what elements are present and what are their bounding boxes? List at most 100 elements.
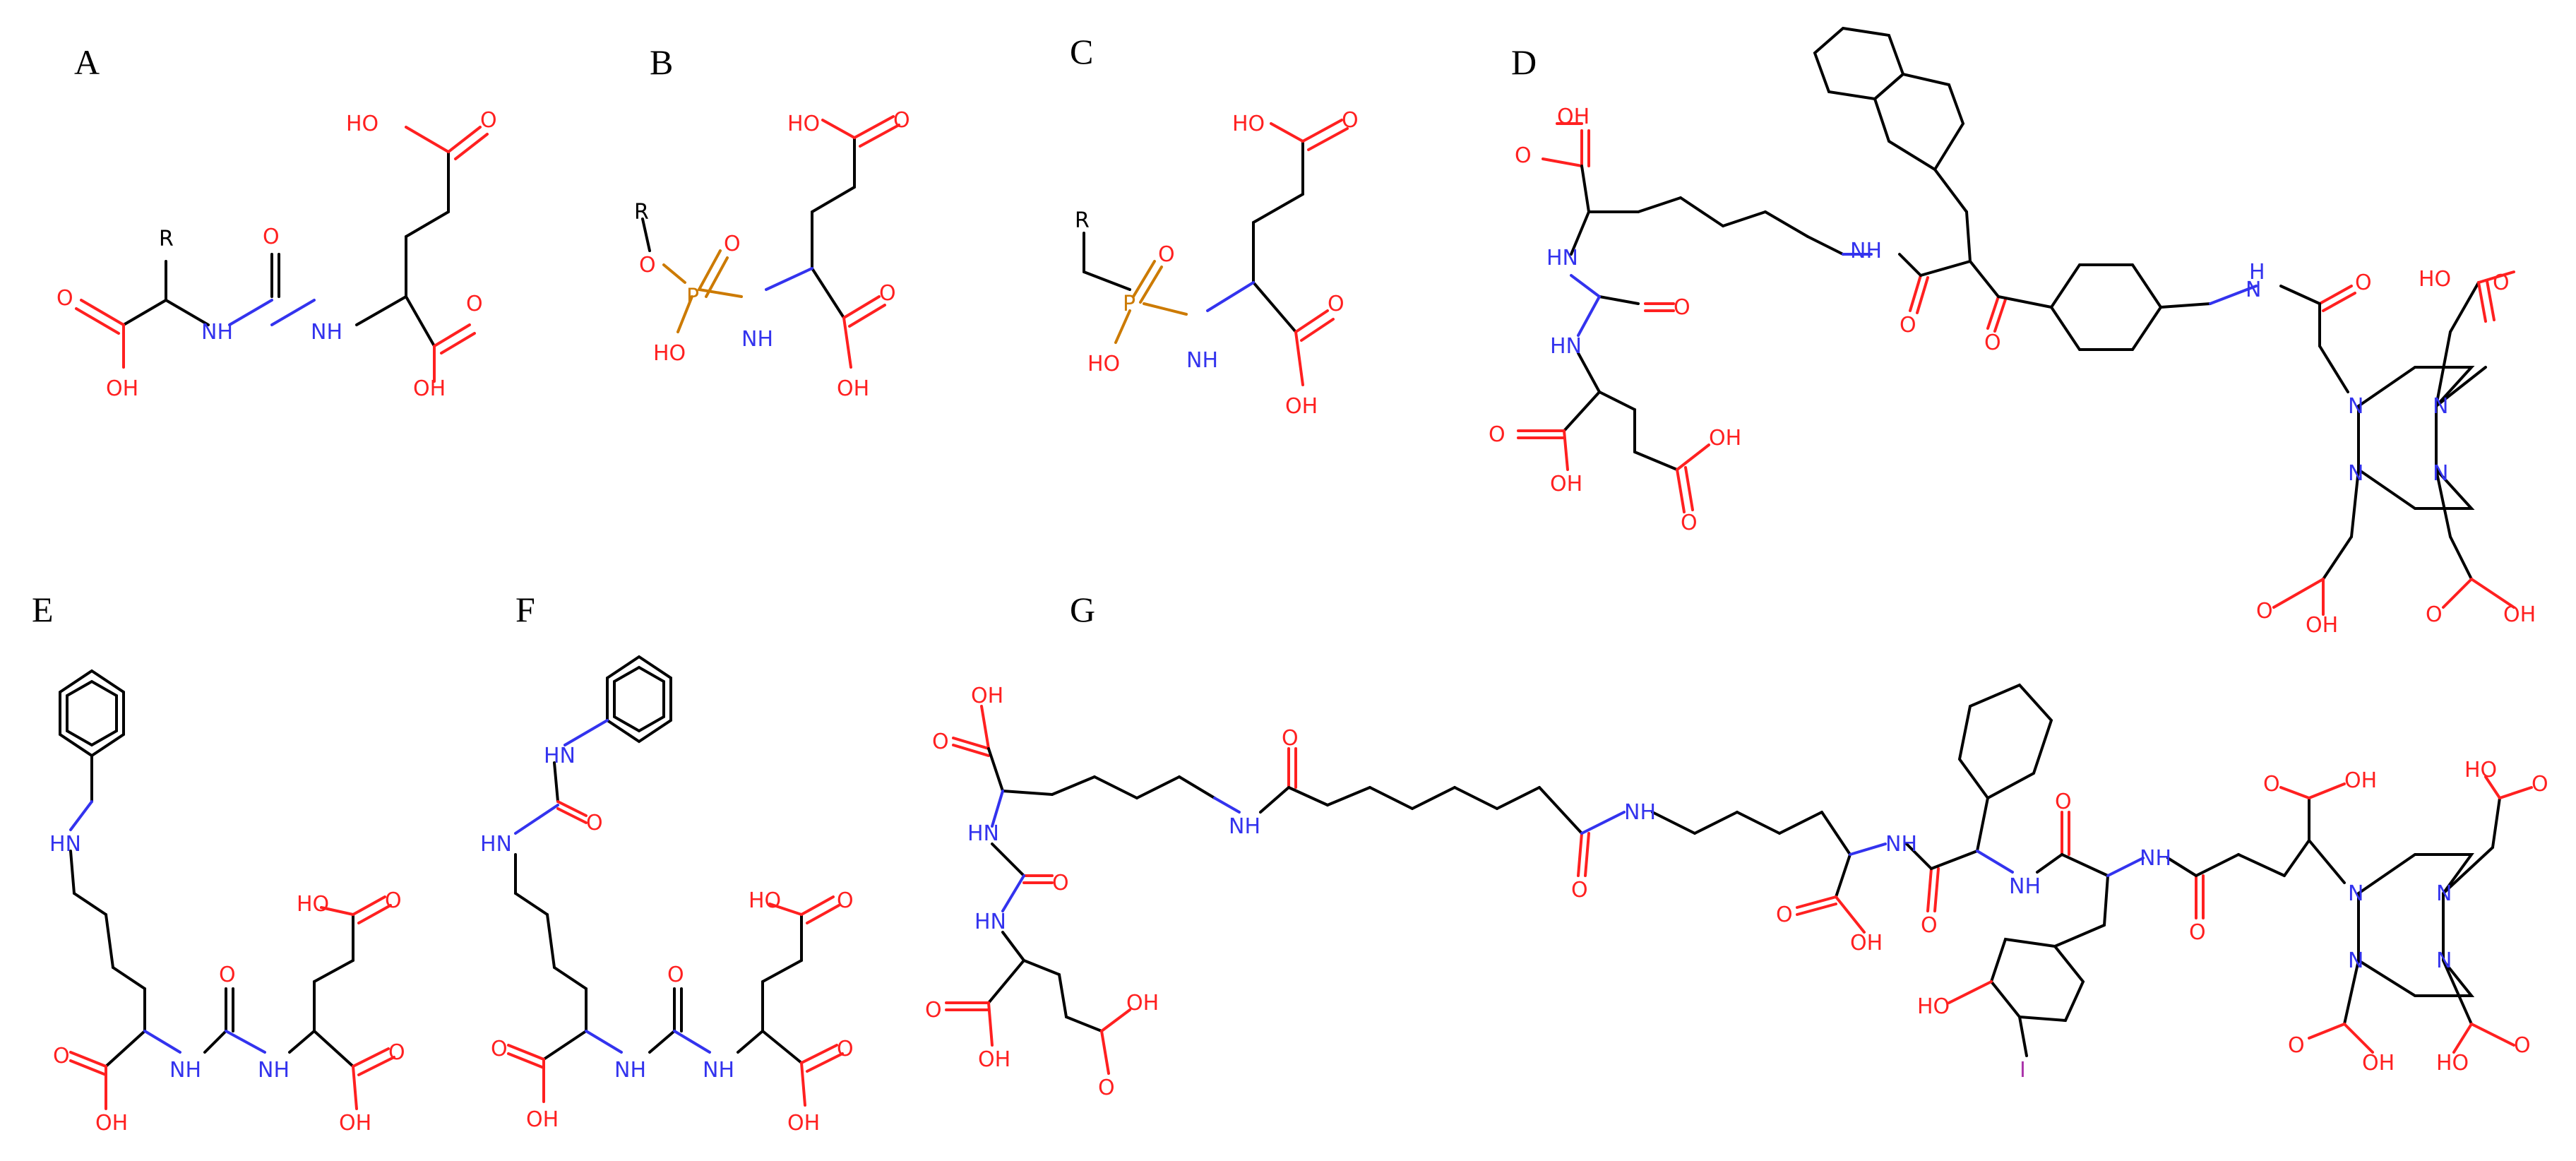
atom-ho: HO bbox=[2464, 758, 2497, 782]
atom-o: O bbox=[1098, 1076, 1115, 1100]
atom-o: O bbox=[837, 1037, 854, 1061]
atom-o: O bbox=[2426, 602, 2443, 627]
atom-o: O bbox=[879, 281, 896, 306]
atom-o: O bbox=[2288, 1033, 2305, 1058]
structure-g: G bbox=[925, 590, 2548, 1100]
atom-o: O bbox=[667, 963, 684, 987]
atom-n: N bbox=[2348, 881, 2363, 906]
atom-n: N bbox=[2436, 948, 2452, 973]
atom-ho: HO bbox=[1087, 352, 1120, 376]
atom-o: O bbox=[932, 730, 949, 754]
atom-hn: HN bbox=[544, 744, 576, 768]
atom-oh: OH bbox=[1850, 931, 1883, 955]
atom-i: I bbox=[2020, 1058, 2026, 1083]
atom-o: O bbox=[724, 232, 741, 256]
atom-n: N bbox=[2348, 948, 2363, 973]
atom-o: O bbox=[53, 1044, 70, 1068]
r-group: R bbox=[159, 227, 174, 251]
atom-o: O bbox=[491, 1037, 508, 1061]
atom-nh: NH bbox=[1885, 832, 1917, 857]
atom-nh: NH bbox=[258, 1058, 290, 1083]
atom-o: O bbox=[1674, 295, 1690, 320]
atom-oh: OH bbox=[971, 684, 1003, 708]
atom-nh: NH bbox=[703, 1058, 734, 1083]
structure-d: D bbox=[1489, 26, 2536, 638]
atom-o: O bbox=[2055, 790, 2072, 814]
atom-ho: HO bbox=[346, 112, 378, 136]
atom-n: N bbox=[2433, 394, 2448, 419]
atom-o: O bbox=[1776, 903, 1793, 927]
atom-o: O bbox=[263, 225, 280, 249]
atom-o: O bbox=[1342, 108, 1359, 133]
atom-o: O bbox=[1489, 422, 1505, 447]
atom-o: O bbox=[385, 888, 402, 913]
atom-o: O bbox=[1282, 726, 1299, 751]
atom-hn: HN bbox=[1546, 246, 1578, 270]
r-group: R bbox=[634, 200, 649, 225]
atom-o: O bbox=[388, 1040, 405, 1065]
atom-nh: NH bbox=[1186, 348, 1218, 373]
atom-hn: HN bbox=[967, 821, 999, 846]
panel-label-a: A bbox=[74, 42, 100, 82]
atom-o: O bbox=[893, 108, 910, 133]
atom-n: N bbox=[2348, 394, 2363, 419]
atom-o: O bbox=[1921, 913, 1938, 938]
atom-o: O bbox=[2493, 270, 2510, 295]
atom-ho: HO bbox=[653, 341, 686, 366]
atom-oh: OH bbox=[1550, 472, 1582, 496]
atom-oh: OH bbox=[526, 1107, 559, 1132]
panel-label-e: E bbox=[32, 590, 54, 629]
atom-o: O bbox=[1052, 871, 1069, 895]
atom-o: O bbox=[1900, 313, 1916, 338]
atom-o: O bbox=[1571, 878, 1588, 903]
atom-o: O bbox=[480, 108, 497, 133]
atom-oh: OH bbox=[95, 1111, 128, 1136]
atom-oh: OH bbox=[106, 376, 138, 401]
atom-o: O bbox=[1515, 143, 1532, 168]
atom-oh: OH bbox=[837, 376, 869, 401]
atom-o: O bbox=[466, 292, 483, 316]
atom-oh: OH bbox=[2344, 768, 2377, 793]
atom-nh: NH bbox=[741, 327, 773, 352]
panel-label-g: G bbox=[1070, 590, 1095, 629]
structure-a: A HO O O OH NH O NH R O OH bbox=[56, 42, 497, 401]
atom-o: O bbox=[2355, 270, 2372, 295]
structure-f: F HN O HN O OH N bbox=[480, 590, 854, 1136]
atom-ho: HO bbox=[749, 888, 781, 913]
atom-oh: OH bbox=[978, 1047, 1010, 1072]
atom-o: O bbox=[56, 286, 73, 311]
atom-o: O bbox=[219, 963, 236, 987]
atom-n: N bbox=[2246, 278, 2261, 302]
panel-label-f: F bbox=[515, 590, 535, 629]
atom-p: P bbox=[686, 285, 699, 309]
atom-hn: HN bbox=[974, 910, 1006, 934]
panel-label-d: D bbox=[1511, 42, 1537, 82]
atom-oh: OH bbox=[2362, 1051, 2395, 1076]
panel-label-b: B bbox=[650, 42, 673, 82]
atom-oh: OH bbox=[1126, 991, 1159, 1016]
atom-ho: HO bbox=[297, 892, 329, 917]
atom-o: O bbox=[837, 888, 854, 913]
atom-n: N bbox=[2348, 461, 2363, 486]
atom-oh: OH bbox=[413, 376, 446, 401]
structure-c: C HO O O OH NH P O HO R bbox=[1070, 32, 1359, 419]
atom-o: O bbox=[1158, 242, 1175, 267]
r-group: R bbox=[1075, 208, 1090, 233]
atom-nh: NH bbox=[1850, 239, 1882, 263]
atom-nh: NH bbox=[311, 320, 342, 345]
atom-nh: NH bbox=[1229, 814, 1260, 839]
atom-ho: HO bbox=[787, 112, 820, 136]
atom-p: P bbox=[1123, 292, 1135, 316]
atom-h: H bbox=[2249, 260, 2265, 285]
atom-nh: NH bbox=[2009, 874, 2041, 899]
atom-ho: HO bbox=[1232, 112, 1265, 136]
atom-o: O bbox=[1328, 292, 1344, 316]
atom-o: O bbox=[1984, 331, 2001, 355]
atom-o: O bbox=[2263, 772, 2280, 797]
structure-e: E HN O OH NH O NH HO O bbox=[32, 590, 405, 1136]
atom-nh: NH bbox=[201, 320, 233, 345]
atom-o: O bbox=[2532, 772, 2548, 797]
atom-o: O bbox=[2189, 920, 2206, 945]
atom-o: O bbox=[925, 998, 942, 1023]
